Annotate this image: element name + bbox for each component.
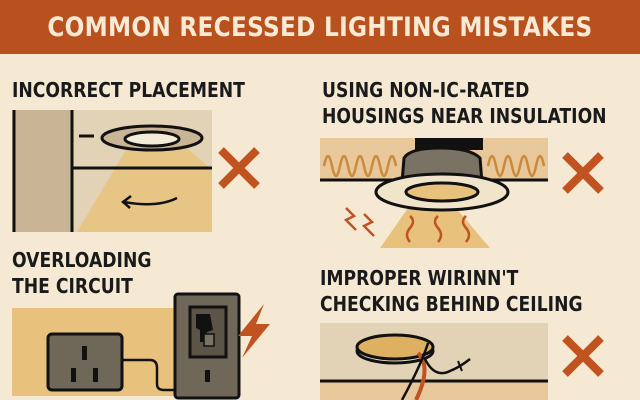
- title-banner: COMMON RECESSED LIGHTING MISTAKES: [0, 0, 640, 54]
- outlet-and-switch-icon: [12, 292, 241, 400]
- light-fixture-with-wires-icon: [320, 323, 548, 400]
- panel-title-line-1: IMPROPER WIRINN'T: [320, 266, 519, 290]
- panel-title-line-1: OVERLOADING: [12, 248, 152, 272]
- panel-title-line-1: USING NON-IC-RATED: [322, 78, 530, 102]
- panel-title-line-2: HOUSINGS NEAR INSULATION: [322, 104, 607, 128]
- panel-title-line-2: CHECKING BEHIND CEILING: [320, 292, 583, 316]
- red-x-icon: [218, 147, 260, 189]
- ceiling-light-near-wall-icon: [12, 110, 212, 232]
- red-x-icon: [562, 335, 604, 377]
- panel-title: INCORRECT PLACEMENT: [12, 78, 245, 102]
- lightning-bolt-icon: [238, 304, 270, 358]
- panel-title-line-2: THE CIRCUIT: [12, 274, 133, 298]
- light-housing-in-insulation-icon: [320, 138, 548, 248]
- page-title: COMMON RECESSED LIGHTING MISTAKES: [47, 11, 593, 43]
- red-x-icon: [562, 152, 604, 194]
